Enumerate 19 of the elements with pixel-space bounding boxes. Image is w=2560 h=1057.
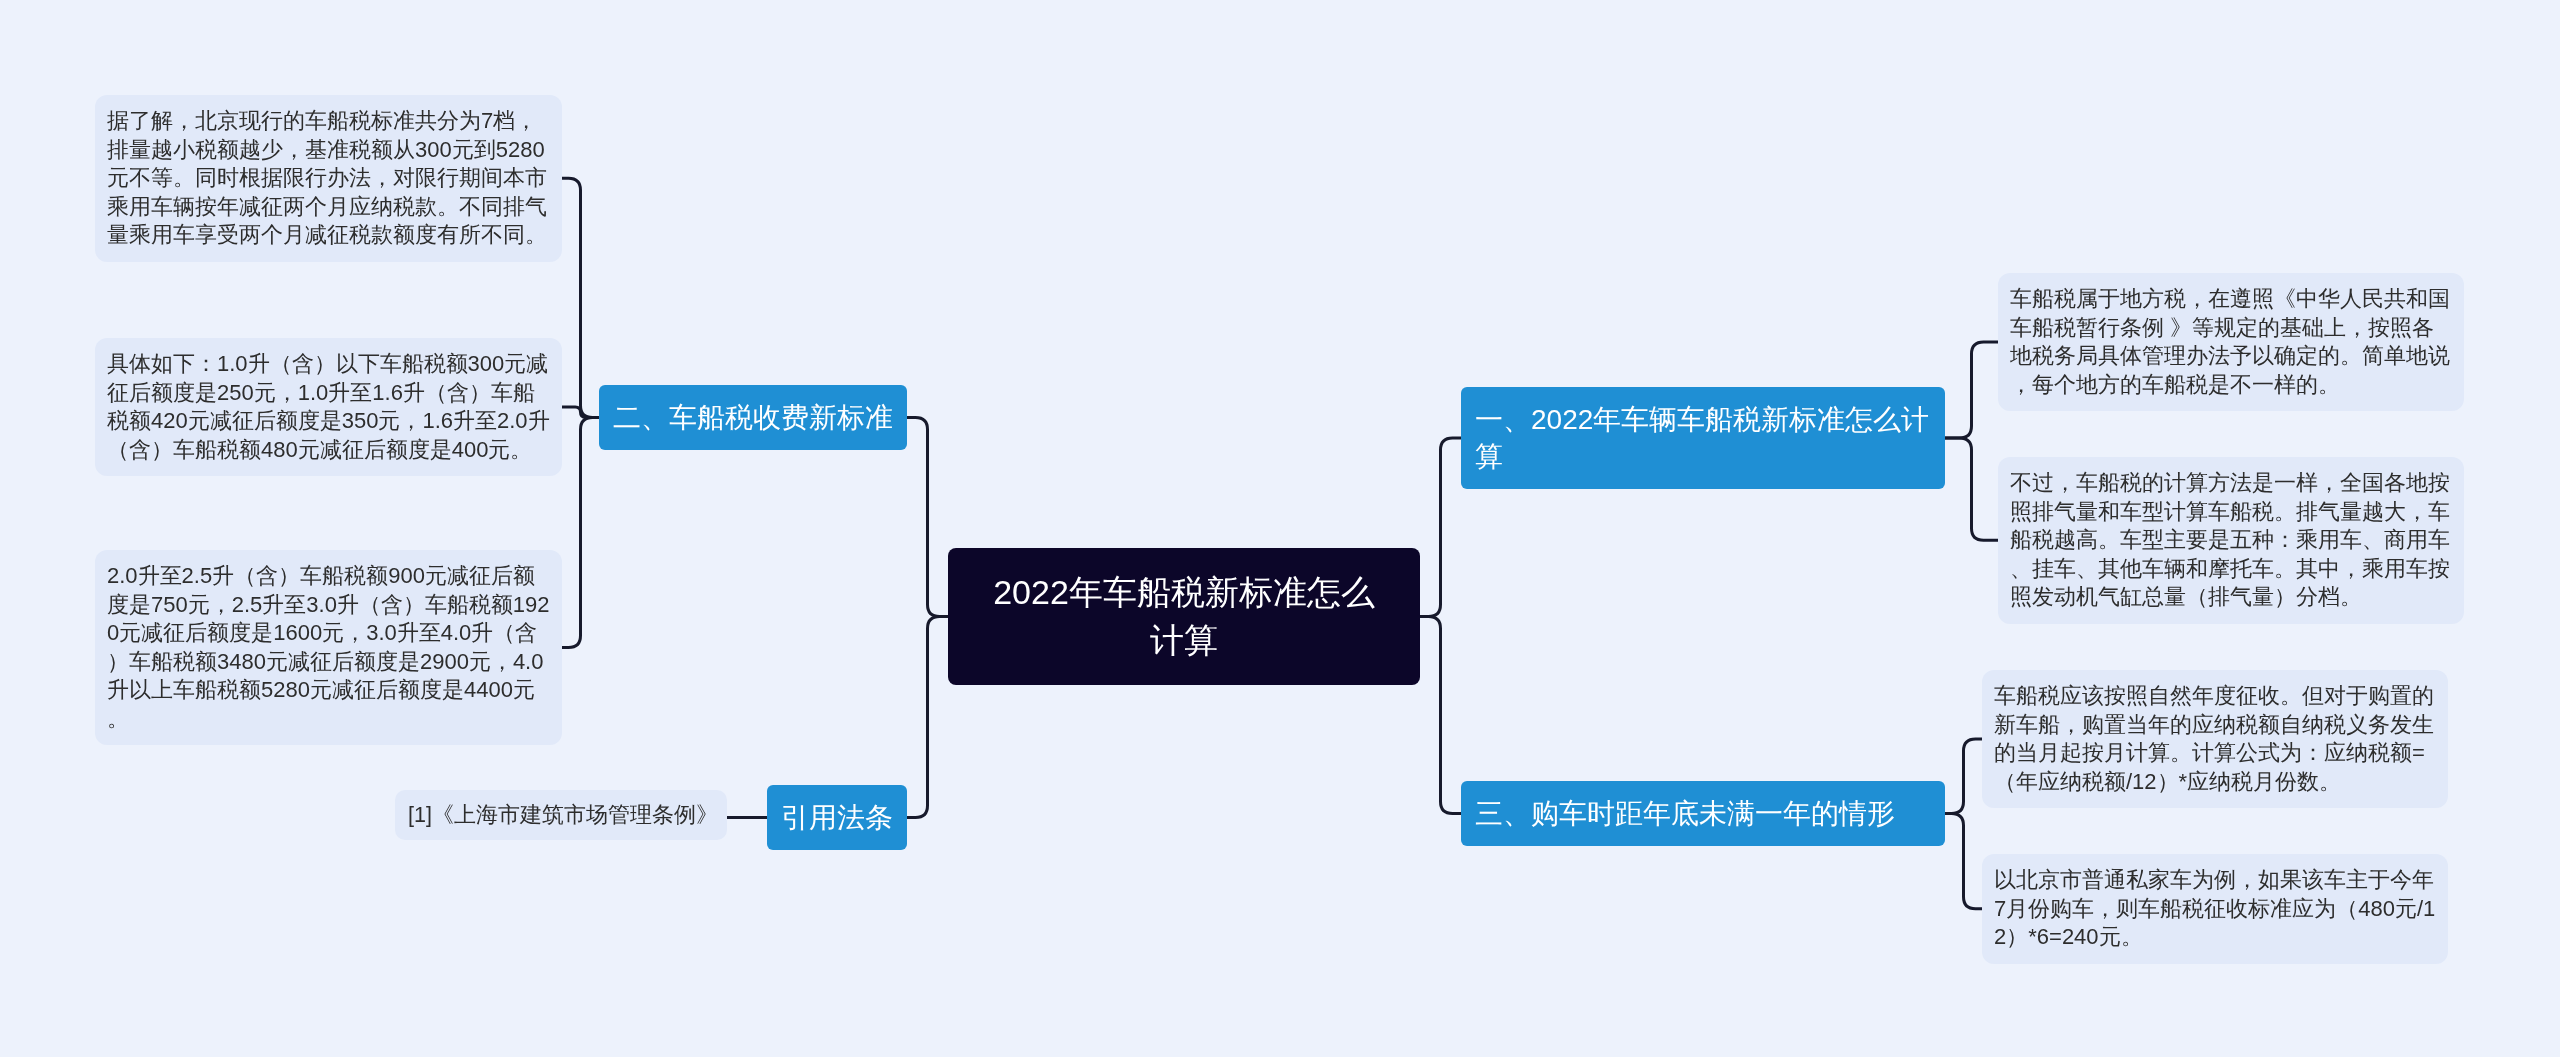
- note-box: 据了解，北京现行的车船税标准共分为7档，排量越小税额越少，基准税额从300元到5280元不等。同时根据限行办法，对限行期间本市乘用车辆按年减征两个月应纳税款。不同排气量乘用车享受两个月减征税款额度有所不同。: [95, 95, 562, 262]
- connector-line: [1943, 436, 2000, 542]
- note-box: 车船税属于地方税，在遵照《中华人民共和国车船税暂行条例 》等规定的基础上，按照各地税务局具体管理办法予以确定的。简单地说，每个地方的车船税是不一样的。: [1998, 273, 2464, 411]
- connector-line: [1943, 812, 1984, 911]
- central-topic-box: 2022年车船税新标准怎么计算: [948, 548, 1420, 685]
- connector-line: [905, 615, 950, 819]
- reference-box: [1]《上海市建筑市场管理条例》: [395, 790, 727, 840]
- note-box: 具体如下：1.0升（含）以下车船税额300元减征后额度是250元，1.0升至1.6升（含）车船税额420元减征后额度是350元，1.6升至2.0升（含）车船税额480元减征后额度是400元。: [95, 338, 562, 476]
- connector-line: [560, 416, 601, 649]
- note-box: 不过，车船税的计算方法是一样，全国各地按照排气量和车型计算车船税。排气量越大，车船税越高。车型主要是五种：乘用车、商用车、挂车、其他车辆和摩托车。其中，乘用车按照发动机气缸总量（排气量）分档。: [1998, 457, 2464, 624]
- note-box: 以北京市普通私家车为例，如果该车主于今年7月份购车，则车船税征收标准应为（480元/12）*6=240元。: [1982, 854, 2448, 964]
- note-box: 2.0升至2.5升（含）车船税额900元减征后额度是750元，2.5升至3.0升（含）车船税额1920元减征后额度是1600元，3.0升至4.0升（含）车船税额3480元减征后额度是2900元，4.0升以上车船税额5280元减征后额度是4400元。: [95, 550, 562, 745]
- branch-topic-box: 一、2022年车辆车船税新标准怎么计算: [1461, 387, 1945, 489]
- branch-topic-box: 引用法条: [767, 785, 907, 850]
- branch-topic-box: 三、购车时距年底未满一年的情形: [1461, 781, 1945, 846]
- note-box: 车船税应该按照自然年度征收。但对于购置的新车船，购置当年的应纳税额自纳税义务发生的当月起按月计算。计算公式为：应纳税额=（年应纳税额/12）*应纳税月份数。: [1982, 670, 2448, 808]
- connector-line: [1418, 615, 1463, 815]
- branch-topic-box: 二、车船税收费新标准: [599, 385, 907, 450]
- connector-line: [725, 816, 769, 819]
